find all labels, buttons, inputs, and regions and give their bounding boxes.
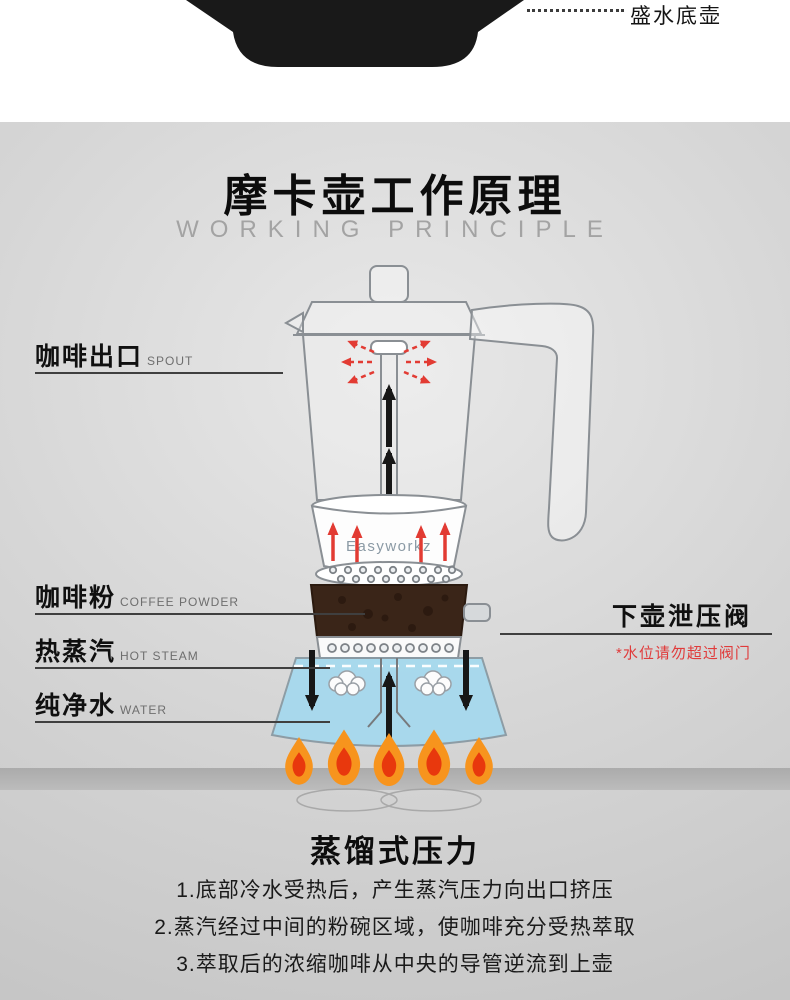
- principle-step-1: 1.底部冷水受热后，产生蒸汽压力向出口挤压: [176, 879, 614, 902]
- pot-knob: [369, 265, 409, 303]
- principle-title: 蒸馏式压力: [310, 834, 480, 869]
- principle-step-2: 2.蒸汽经过中间的粉碗区域，使咖啡充分受热萃取: [154, 916, 636, 939]
- coffee-powder-fill: [309, 584, 469, 638]
- callout-coffee-powder-zh: 咖啡粉: [35, 584, 117, 612]
- pot-handle: [468, 302, 595, 542]
- pot-lid: [295, 301, 483, 335]
- callout-water-en: WATER: [120, 703, 168, 717]
- water-flow-arrows: [305, 650, 473, 738]
- bottom-pot-leader-line: [527, 9, 624, 12]
- funnel-down-tube: [367, 658, 411, 728]
- cup-steam-arrows: [327, 522, 451, 564]
- callout-spout-line: [35, 372, 283, 374]
- pot-outline: [283, 265, 595, 542]
- brand-text: Easyworkz: [346, 538, 432, 555]
- callout-coffee-powder-en: COFFEE POWDER: [120, 595, 240, 609]
- spout-spray-arrows: [341, 340, 437, 384]
- callout-spout-en: SPOUT: [147, 354, 194, 368]
- callout-relief-valve-line: [500, 633, 772, 635]
- callout-relief-valve: 下壶泄压阀: [612, 603, 753, 631]
- callout-water-line: [35, 721, 330, 723]
- callout-coffee-powder-line: [35, 613, 365, 615]
- base-shadow: [296, 788, 482, 812]
- coffee-basket: [309, 584, 491, 638]
- filter-plate-top: [315, 561, 463, 587]
- water-level-warning: *水位请勿超过阀门: [616, 645, 751, 662]
- pressure-relief-valve: [463, 603, 491, 622]
- callout-hot-steam-en: HOT STEAM: [120, 649, 199, 663]
- riser-nozzle: [370, 340, 408, 355]
- bottom-pot-silhouette: [186, 0, 524, 67]
- funnel-cup: Easyworkz: [310, 494, 468, 575]
- pot-spout-tip: [283, 311, 304, 334]
- principle-step-3: 3.萃取后的浓缩咖啡从中央的导管逆流到上壶: [176, 953, 614, 976]
- bottom-pot-label: 盛水底壶: [630, 5, 722, 28]
- page-title: 摩卡壶工作原理: [223, 172, 567, 221]
- water-boiler: [270, 650, 508, 747]
- filter-plate-bottom: [315, 636, 463, 659]
- callout-water-zh: 纯净水: [35, 692, 117, 720]
- callout-hot-steam-line: [35, 667, 330, 669]
- page-subtitle: WORKING PRINCIPLE: [176, 216, 614, 243]
- principle-steps: 1.底部冷水受热后，产生蒸汽压力向出口挤压 2.蒸汽经过中间的粉碗区域，使咖啡充…: [0, 872, 790, 983]
- callout-hot-steam-zh: 热蒸汽: [35, 638, 117, 666]
- callout-spout-zh: 咖啡出口: [35, 343, 144, 371]
